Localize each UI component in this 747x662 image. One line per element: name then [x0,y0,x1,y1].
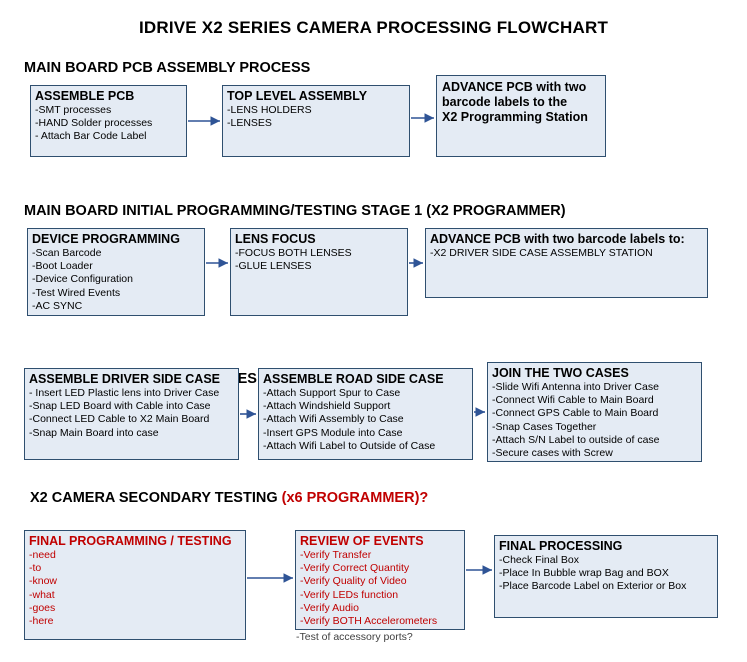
list-item: -HAND Solder processes [35,117,153,130]
box-review-of-events-header: REVIEW OF EVENTS [300,534,424,548]
box-assemble-road-case-header: ASSEMBLE ROAD SIDE CASE [263,372,444,386]
box-final-processing[interactable]: FINAL PROCESSING -Check Final Box -Place… [494,535,718,618]
list-item: -Verify BOTH Accelerometers [300,615,438,628]
box-advance-pcb-driver[interactable]: ADVANCE PCB with two barcode labels to: … [425,228,708,298]
list-item: -Verify LEDs function [300,588,399,601]
list-item: -Secure cases with Screw [492,447,613,460]
section-heading-secondary-testing: X2 CAMERA SECONDARY TESTING (x6 PROGRAMM… [30,490,428,506]
list-item: -GLUE LENSES [235,260,312,273]
list-item: -Boot Loader [32,260,93,273]
list-item: -FOCUS BOTH LENSES [235,247,352,259]
list-item: -Snap Main Board into case [29,426,159,439]
box-review-of-events-list: -Verify Transfer -Verify Correct Quantit… [296,549,464,628]
box-final-processing-header: FINAL PROCESSING [499,539,623,553]
box-device-programming[interactable]: DEVICE PROGRAMMING -Scan Barcode -Boot L… [27,228,205,316]
list-item: -what [29,588,55,601]
list-item: -goes [29,601,56,614]
box-final-programming-list: -need -to -know -what -goes -here [25,549,245,628]
list-item: -Verify Quality of Video [300,575,407,588]
box-assemble-pcb-list: -SMT processes -HAND Solder processes - … [31,104,186,144]
list-item: -Attach Wifi Label to Outside of Case [263,439,436,452]
list-item: -Attach Wifi Assembly to Case [263,413,404,426]
box-lens-focus[interactable]: LENS FOCUS -FOCUS BOTH LENSES -GLUE LENS… [230,228,408,316]
list-item: -to [29,562,42,575]
list-item: -Connect LED Cable to X2 Main Board [29,413,210,426]
list-item: - Insert LED Plastic lens into Driver Ca… [29,387,220,399]
list-item: -Insert GPS Module into Case [263,426,403,439]
box-review-of-events[interactable]: REVIEW OF EVENTS -Verify Transfer -Verif… [295,530,465,630]
box-top-level-assembly-header: TOP LEVEL ASSEMBLY [227,89,368,103]
box-join-two-cases-header: JOIN THE TWO CASES [492,366,629,380]
list-item: -need [29,549,56,561]
section-heading-text: MAIN BOARD PCB ASSEMBLY PROCESS [24,60,311,76]
list-item: -Attach S/N Label to outside of case [492,433,660,446]
list-item: -X2 DRIVER SIDE CASE ASSEMBLY STATION [430,247,653,259]
box-final-programming-header: FINAL PROGRAMMING / TESTING [29,534,232,548]
list-item: -Snap LED Board with Cable into Case [29,400,211,413]
list-item: -Snap Cases Together [492,420,597,433]
box-advance-pcb-station-header: ADVANCE PCB with two barcode labels to t… [442,80,588,124]
box-assemble-driver-case-list: - Insert LED Plastic lens into Driver Ca… [25,387,238,440]
list-item: -SMT processes [35,104,112,116]
list-item: -AC SYNC [32,299,83,312]
note-test-accessory-ports: -Test of accessory ports? [296,631,413,643]
list-item: -Place Barcode Label on Exterior or Box [499,580,687,593]
list-item: -Place In Bubble wrap Bag and BOX [499,567,669,580]
box-top-level-assembly[interactable]: TOP LEVEL ASSEMBLY -LENS HOLDERS -LENSES [222,85,410,157]
box-final-processing-list: -Check Final Box -Place In Bubble wrap B… [495,554,717,594]
box-device-programming-header: DEVICE PROGRAMMING [32,232,180,246]
list-item: -Check Final Box [499,554,579,566]
box-assemble-pcb[interactable]: ASSEMBLE PCB -SMT processes -HAND Solder… [30,85,187,157]
box-assemble-road-case-list: -Attach Support Spur to Case -Attach Win… [259,387,472,453]
list-item: -Test Wired Events [32,286,121,299]
list-item: -Connect GPS Cable to Main Board [492,407,659,420]
list-item: -LENS HOLDERS [227,104,312,116]
box-advance-pcb-driver-list: -X2 DRIVER SIDE CASE ASSEMBLY STATION [426,247,707,260]
box-advance-pcb-driver-header: ADVANCE PCB with two barcode labels to: [430,232,685,246]
box-join-two-cases[interactable]: JOIN THE TWO CASES -Slide Wifi Antenna i… [487,362,702,462]
box-join-two-cases-list: -Slide Wifi Antenna into Driver Case -Co… [488,381,701,460]
list-item: -Verify Audio [300,601,359,614]
box-lens-focus-list: -FOCUS BOTH LENSES -GLUE LENSES [231,247,407,273]
section-heading-pcb-assembly: MAIN BOARD PCB ASSEMBLY PROCESS [24,60,310,76]
section-heading-accent: (x6 PROGRAMMER)? [281,490,429,506]
list-item: -know [29,575,58,588]
section-heading-text: MAIN BOARD INITIAL PROGRAMMING/TESTING S… [24,203,566,219]
list-item: -Verify Transfer [300,549,372,561]
list-item: -LENSES [227,117,272,130]
list-item: -Attach Support Spur to Case [263,387,401,399]
section-heading-text: X2 CAMERA SECONDARY TESTING [30,490,282,506]
box-advance-pcb-station[interactable]: ADVANCE PCB with two barcode labels to t… [436,75,606,157]
section-heading-initial-programming: MAIN BOARD INITIAL PROGRAMMING/TESTING S… [24,203,566,219]
box-assemble-pcb-header: ASSEMBLE PCB [35,89,135,103]
box-lens-focus-header: LENS FOCUS [235,232,316,246]
list-item: -here [29,615,54,628]
list-item: -Verify Correct Quantity [300,562,410,575]
list-item: -Scan Barcode [32,247,102,259]
list-item: -Slide Wifi Antenna into Driver Case [492,381,659,393]
list-item: -Device Configuration [32,273,133,286]
page-title: IDRIVE X2 SERIES CAMERA PROCESSING FLOWC… [138,18,609,37]
list-item: -Attach Windshield Support [263,400,391,413]
box-assemble-driver-case[interactable]: ASSEMBLE DRIVER SIDE CASE - Insert LED P… [24,368,239,460]
list-item: -Connect Wifi Cable to Main Board [492,394,654,407]
box-device-programming-list: -Scan Barcode -Boot Loader -Device Confi… [28,247,204,313]
box-top-level-assembly-list: -LENS HOLDERS -LENSES [223,104,409,130]
box-assemble-road-case[interactable]: ASSEMBLE ROAD SIDE CASE -Attach Support … [258,368,473,460]
box-final-programming[interactable]: FINAL PROGRAMMING / TESTING -need -to -k… [24,530,246,640]
list-item: - Attach Bar Code Label [35,130,147,143]
box-assemble-driver-case-header: ASSEMBLE DRIVER SIDE CASE [29,372,221,386]
